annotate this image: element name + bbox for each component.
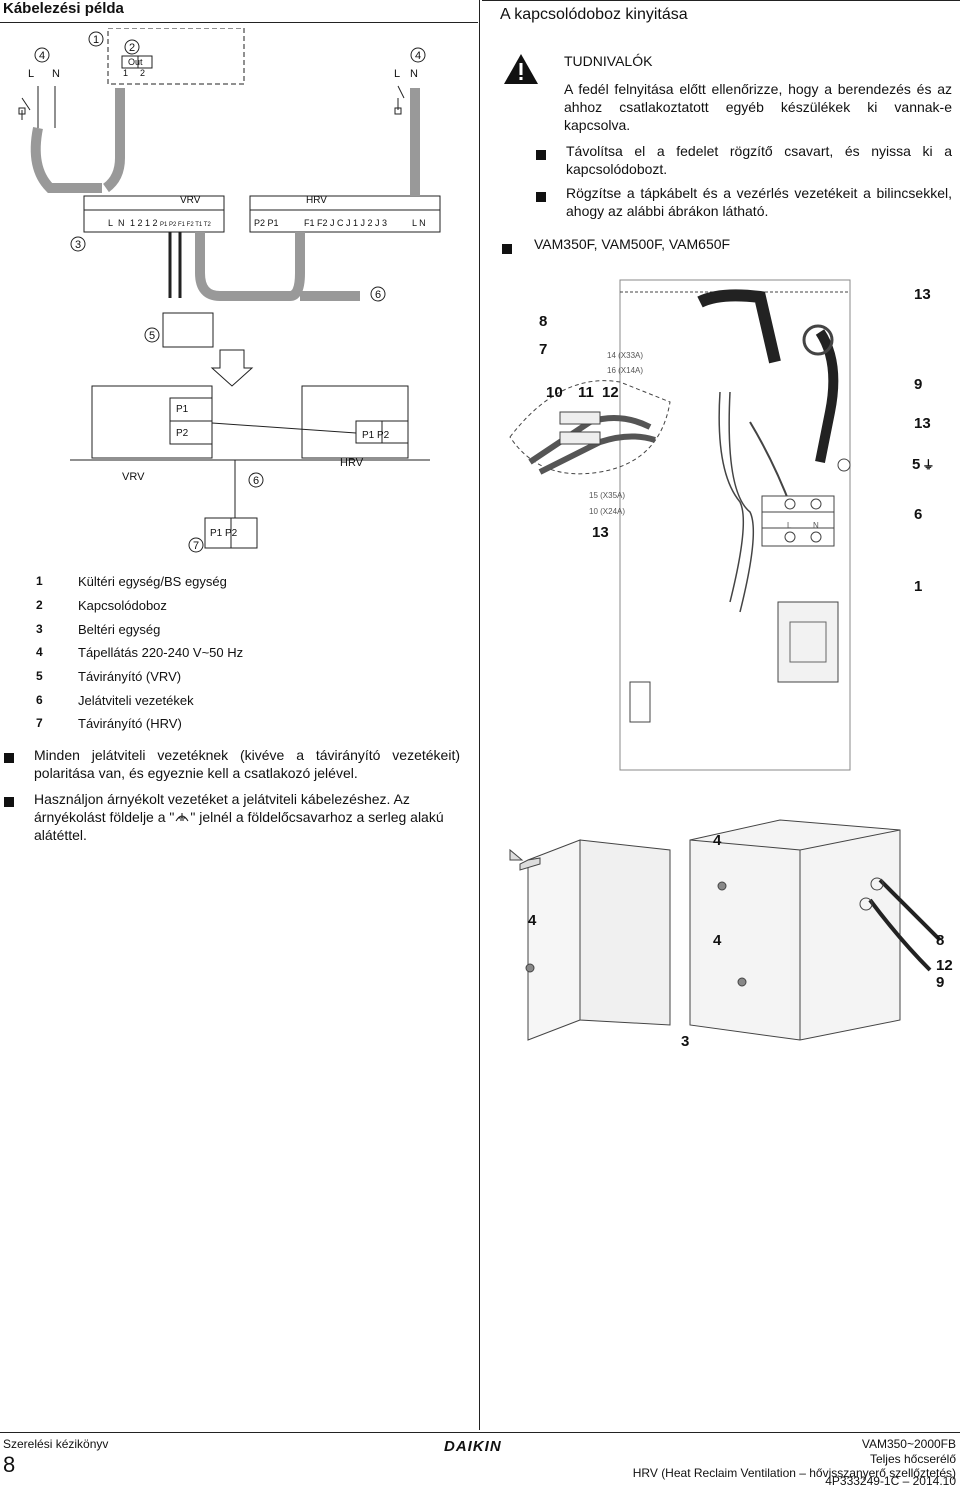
footer-code: 4P333249-1C – 2014.10: [825, 1474, 956, 1488]
svg-text:1: 1: [93, 34, 99, 46]
connector-label: 14 (X33A): [607, 351, 643, 360]
svg-text:6: 6: [253, 475, 259, 487]
svg-text:Out: Out: [128, 57, 143, 67]
svg-text:N: N: [410, 68, 418, 80]
svg-text:1: 1: [123, 68, 128, 78]
svg-text:L: L: [108, 218, 113, 228]
ground-icon: ⏚: [922, 458, 935, 472]
warning-text: A fedél felnyitása előtt ellenőrizze, ho…: [564, 81, 952, 133]
svg-text:P1 P2: P1 P2: [362, 430, 390, 441]
svg-text:5: 5: [149, 330, 155, 342]
warning-title: TUDNIVALÓK: [564, 53, 653, 69]
svg-text:P2 P1: P2 P1: [254, 218, 279, 228]
callout-number: 1: [914, 578, 923, 595]
connector-label: 16 (X14A): [607, 366, 643, 375]
section-title-wiring: Kábelezési példa: [3, 0, 124, 17]
svg-text:L: L: [394, 68, 400, 80]
bullet-icon: [536, 147, 546, 165]
svg-text:4: 4: [415, 50, 421, 62]
step-remove-cover: Távolítsa el a fedelet rögzítő csavart, …: [566, 143, 952, 177]
callout-number: 4: [528, 912, 537, 929]
callout-number: 10: [546, 384, 563, 401]
callout-number: 13: [914, 415, 931, 432]
svg-text:7: 7: [193, 540, 199, 552]
callout-number: 13: [914, 286, 931, 303]
svg-text:VRV: VRV: [180, 195, 201, 206]
callout-number: 9: [936, 974, 945, 991]
svg-text:N: N: [118, 218, 125, 228]
connector-label: 10 (X24A): [589, 507, 625, 516]
note-shielding: Használjon árnyékolt vezetéket a jelátvi…: [34, 791, 444, 843]
bullet-icon: [502, 241, 512, 259]
footer-model-range: VAM350~2000FB: [861, 1437, 956, 1451]
svg-text:6: 6: [375, 289, 381, 301]
callout-number: 6: [914, 506, 923, 523]
callout-number: 3: [681, 1033, 690, 1050]
daikin-logo: DAIKIN: [444, 1438, 502, 1455]
footer-product-long: HRV (Heat Reclaim Ventilation – hővissza…: [632, 1466, 956, 1480]
svg-text:3: 3: [75, 239, 81, 251]
connector-label: 15 (X35A): [589, 491, 625, 500]
callout-number: 11: [578, 384, 594, 401]
callout-number: 7: [539, 341, 548, 358]
svg-text:HRV: HRV: [340, 457, 364, 469]
svg-text:2: 2: [129, 42, 135, 54]
switch-box-cover-figure: [509, 819, 942, 1041]
switch-box-figure: 14 (X33A) 16 (X14A) 15 (X35A) 10 (X24A) …: [509, 279, 851, 771]
callout-number: 12: [936, 957, 953, 974]
svg-text:F1 F2 J C J 1 J 2 J 3: F1 F2 J C J 1 J 2 J 3: [304, 218, 387, 228]
footer-manual-title: Szerelési kézikönyv: [3, 1437, 109, 1451]
section-title-open-box: A kapcsolódoboz kinyitása: [500, 6, 688, 23]
terminal-label: N: [813, 521, 819, 530]
bullet-icon: [4, 794, 14, 812]
page-number: 8: [3, 1452, 16, 1477]
terminal-label: L: [787, 521, 792, 530]
note-polarity: Minden jelátviteli vezetéknek (kivéve a …: [34, 747, 460, 781]
svg-text:P1 P2: P1 P2: [210, 528, 238, 539]
callout-number: 4: [713, 932, 722, 949]
callout-number: 13: [592, 524, 609, 541]
callout-number: 8: [936, 932, 945, 949]
bullet-icon: [4, 750, 14, 768]
wiring-diagram: L N L N Out 1 2 VRV HRV L N 1 2 1 2 P1 P…: [18, 28, 441, 553]
footer-product: Teljes hőcserélő: [869, 1452, 956, 1466]
callout-number: 9: [914, 376, 923, 393]
svg-text:VRV: VRV: [122, 471, 145, 483]
bullet-icon: [536, 189, 546, 207]
svg-text:2: 2: [140, 68, 145, 78]
callout-number: 5⏚: [912, 456, 935, 473]
svg-text:L N: L N: [412, 218, 426, 228]
svg-text:P2: P2: [176, 428, 189, 439]
svg-text:4: 4: [39, 50, 45, 62]
svg-text:HRV: HRV: [306, 195, 327, 206]
step-fix-cables: Rögzítse a tápkábelt és a vezérlés vezet…: [566, 185, 952, 219]
warning-icon: [502, 52, 540, 91]
callout-number: 4: [713, 832, 722, 849]
callout-number: 12: [602, 384, 619, 401]
ground-icon: [174, 809, 190, 822]
callout-number: 8: [539, 313, 548, 330]
svg-text:N: N: [52, 68, 60, 80]
diagram-label-L-left: L: [28, 68, 34, 80]
svg-text:P1: P1: [176, 404, 189, 415]
model-list: VAM350F, VAM500F, VAM650F: [534, 236, 731, 252]
svg-text:1 2 1 2: 1 2 1 2: [130, 218, 158, 228]
svg-text:P1 P2 F1 F2 T1 T2: P1 P2 F1 F2 T1 T2: [160, 222, 211, 228]
